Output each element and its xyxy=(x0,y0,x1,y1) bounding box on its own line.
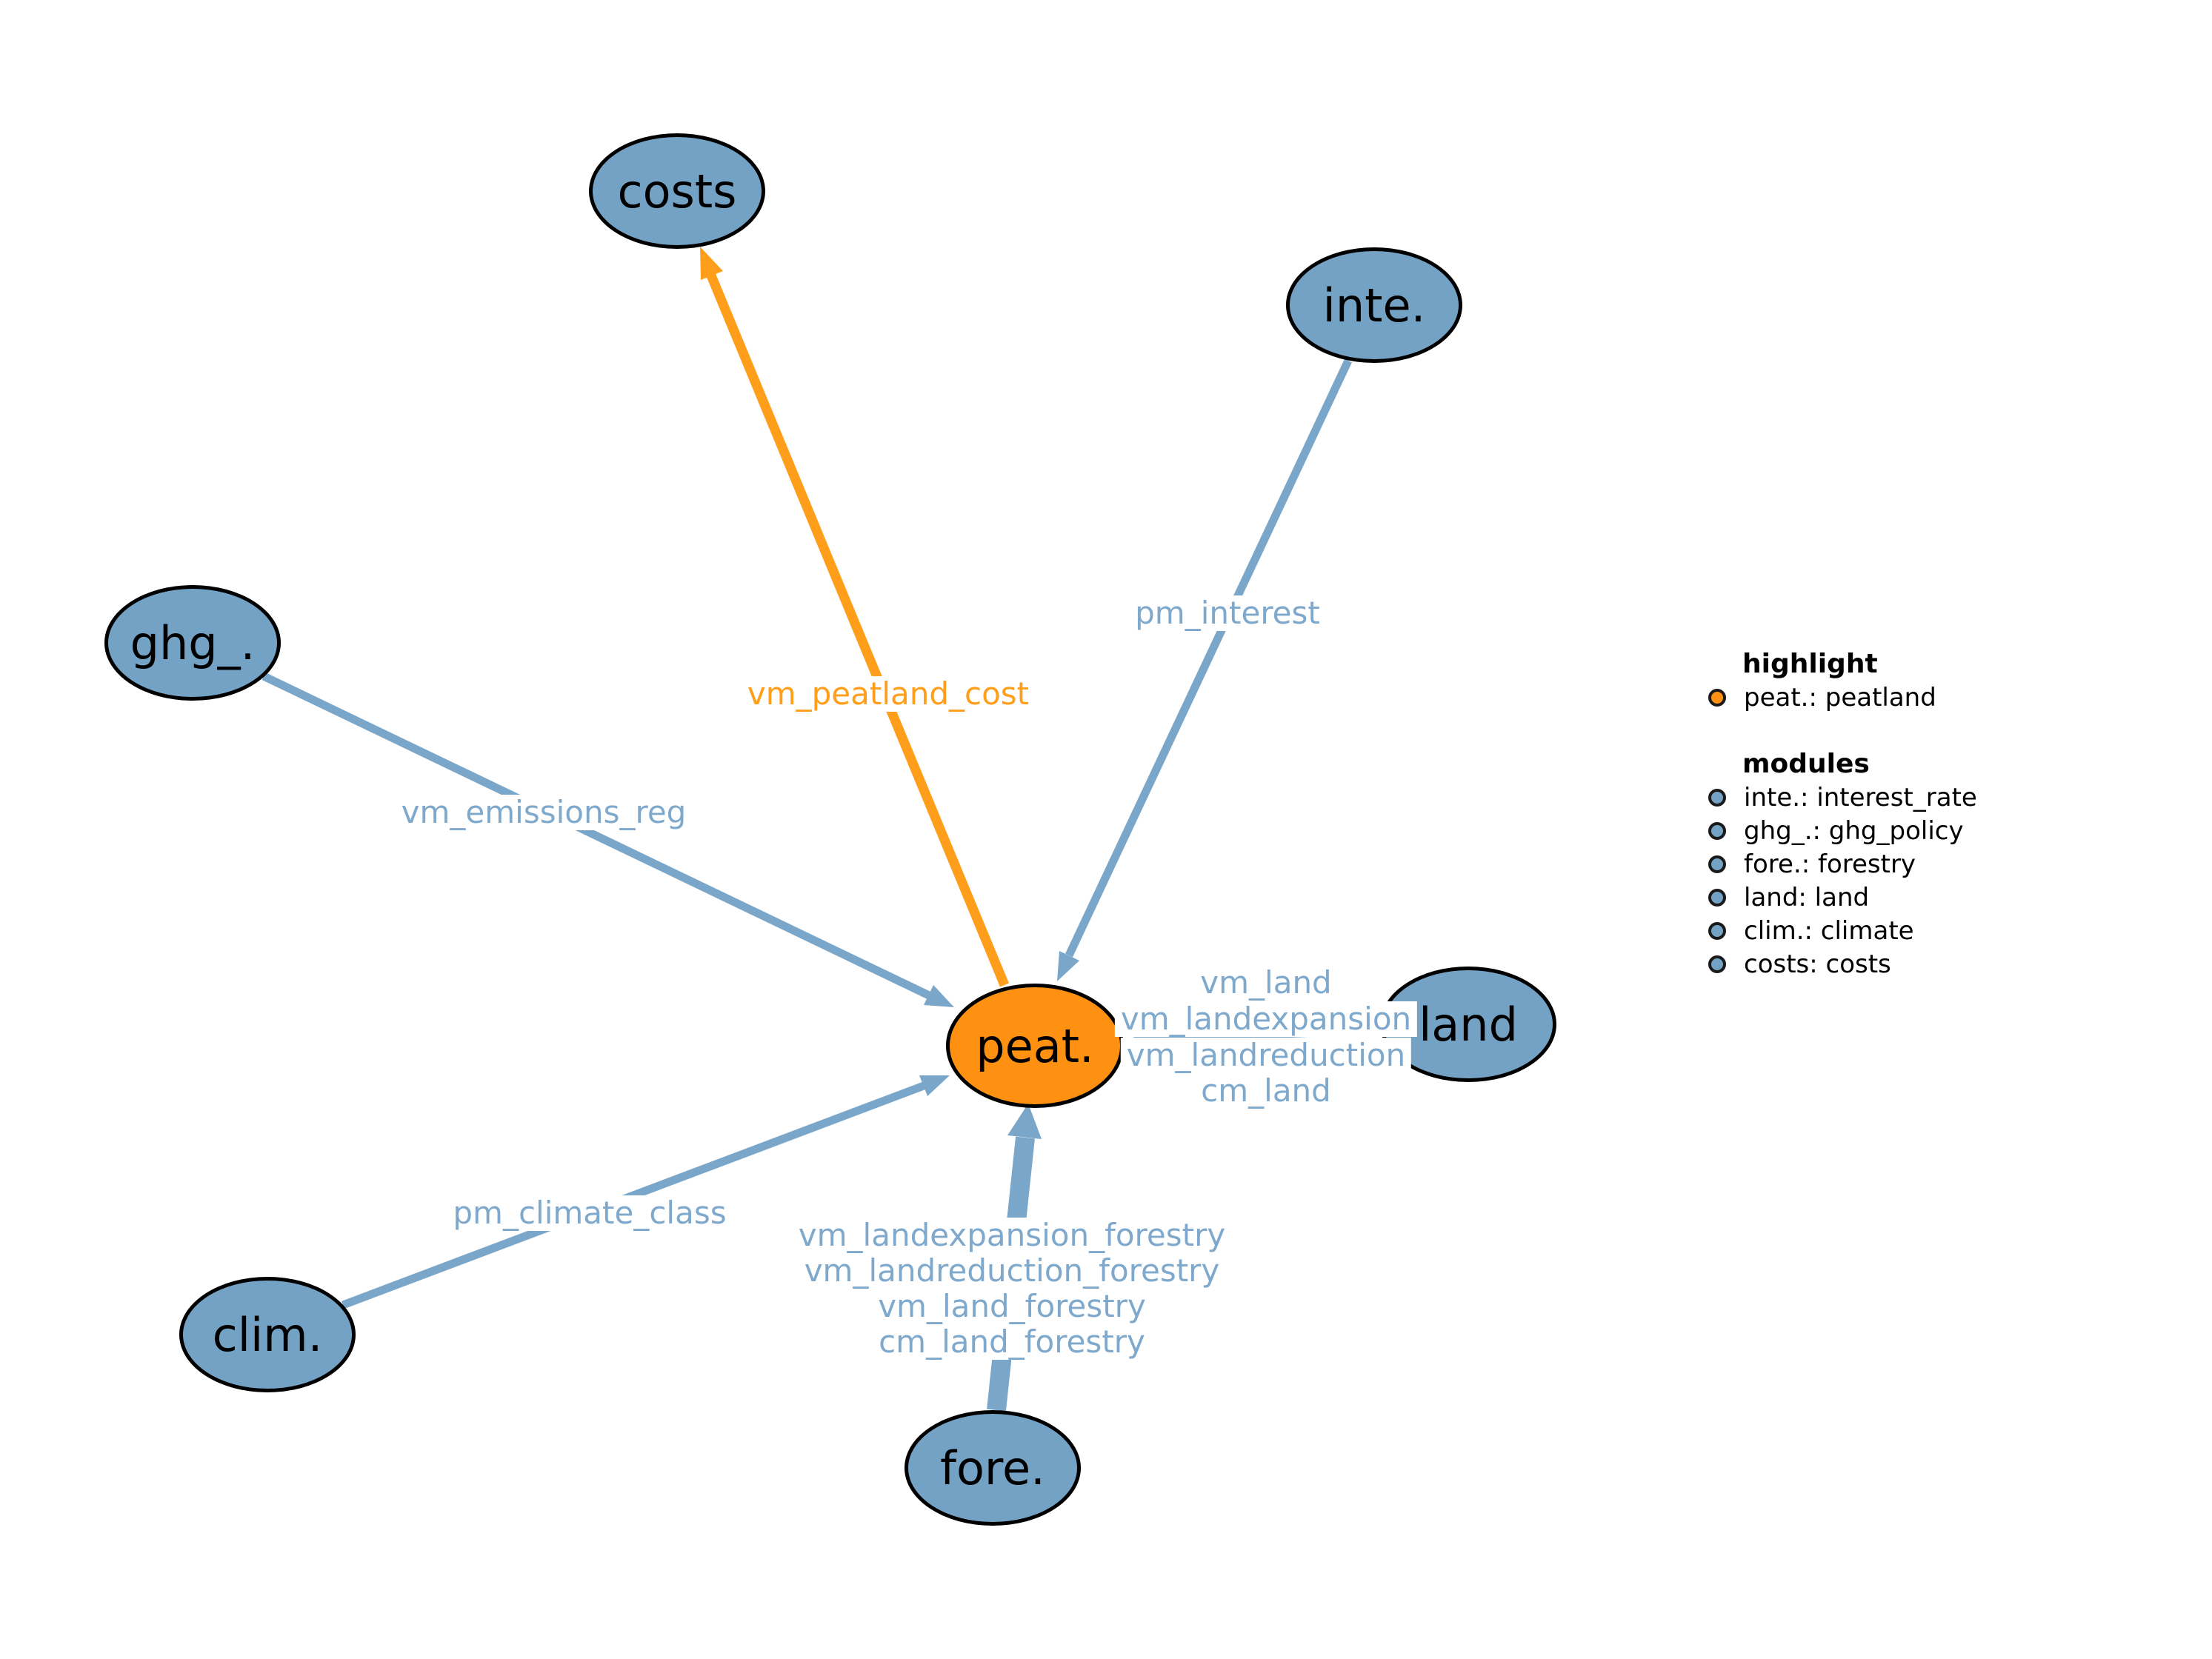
edge-label-vm-landreduction-forestry: vm_landreduction_forestry xyxy=(798,1253,1226,1289)
node-inte: inte. xyxy=(1286,247,1462,363)
edge-label-vm-emissions-reg: vm_emissions_reg xyxy=(395,795,693,830)
legend-item-label: clim.: climate xyxy=(1744,915,1914,946)
edge-peat-costs-arrowhead xyxy=(700,247,723,280)
legend-modules-title: modules xyxy=(1742,749,1870,779)
edge-label-vm-land: vm_land xyxy=(1194,965,1338,1001)
edge-label-pm-interest: pm_interest xyxy=(1129,595,1326,631)
legend-dot-blue-icon xyxy=(1708,788,1726,807)
edge-label-vm-landexpansion: vm_landexpansion xyxy=(1114,1001,1418,1037)
legend-item-forestry: fore.: forestry xyxy=(1704,847,2163,881)
legend-item-peatland: peat.: peatland xyxy=(1704,681,2163,714)
legend-item-ghg-policy: ghg_.: ghg_policy xyxy=(1704,814,2163,847)
legend-item-climate: clim.: climate xyxy=(1704,914,2163,947)
node-fore: fore. xyxy=(905,1410,1081,1526)
legend-dot-blue-icon xyxy=(1708,888,1726,907)
legend-dot-blue-icon xyxy=(1708,855,1726,873)
legend-highlight-title: highlight xyxy=(1742,649,1878,679)
edge-peat-costs xyxy=(700,247,1010,987)
legend-dot-blue-icon xyxy=(1708,955,1726,973)
legend-section-gap xyxy=(1704,714,2163,747)
edge-ghg-peat xyxy=(261,672,954,1007)
legend-item-label: land: land xyxy=(1744,882,1870,912)
node-peat: peat. xyxy=(946,984,1124,1108)
legend-item-label: inte.: interest_rate xyxy=(1744,782,1977,812)
edge-inte-peat xyxy=(1057,358,1352,981)
legend-item-label: costs: costs xyxy=(1744,949,1891,979)
node-clim: clim. xyxy=(179,1277,356,1392)
edge-label-cm-land-forestry: cm_land_forestry xyxy=(873,1324,1151,1360)
legend-item-label: fore.: forestry xyxy=(1744,849,1916,879)
legend-dot-orange-icon xyxy=(1708,688,1726,707)
edge-label-vm-peatland-cost: vm_peatland_cost xyxy=(741,676,1036,712)
edge-label-pm-climate-class: pm_climate_class xyxy=(447,1195,733,1231)
edge-label-vm-landexpansion-forestry: vm_landexpansion_forestry xyxy=(792,1218,1232,1253)
edge-inte-peat-arrowhead xyxy=(1057,951,1079,981)
legend-dot-blue-icon xyxy=(1708,921,1726,940)
legend-item-land: land: land xyxy=(1704,881,2163,914)
legend-item-costs: costs: costs xyxy=(1704,947,2163,981)
node-ghg: ghg_. xyxy=(104,585,281,701)
legend-item-interest-rate: inte.: interest_rate xyxy=(1704,781,2163,814)
edge-fore-peat-arrowhead xyxy=(1007,1104,1042,1139)
legend: highlight peat.: peatland modules inte.:… xyxy=(1704,647,2163,981)
edge-label-cm-land: cm_land xyxy=(1195,1073,1337,1109)
edge-label-vm-land-forestry: vm_land_forestry xyxy=(872,1289,1152,1324)
legend-item-label: ghg_.: ghg_policy xyxy=(1744,815,1964,846)
node-costs: costs xyxy=(589,133,765,249)
legend-dot-blue-icon xyxy=(1708,821,1726,840)
edge-clim-peat-arrowhead xyxy=(919,1075,950,1096)
edge-ghg-peat-arrowhead xyxy=(924,985,954,1007)
edge-label-vm-landreduction: vm_landreduction xyxy=(1120,1038,1412,1073)
legend-item-label: peat.: peatland xyxy=(1744,682,1936,712)
